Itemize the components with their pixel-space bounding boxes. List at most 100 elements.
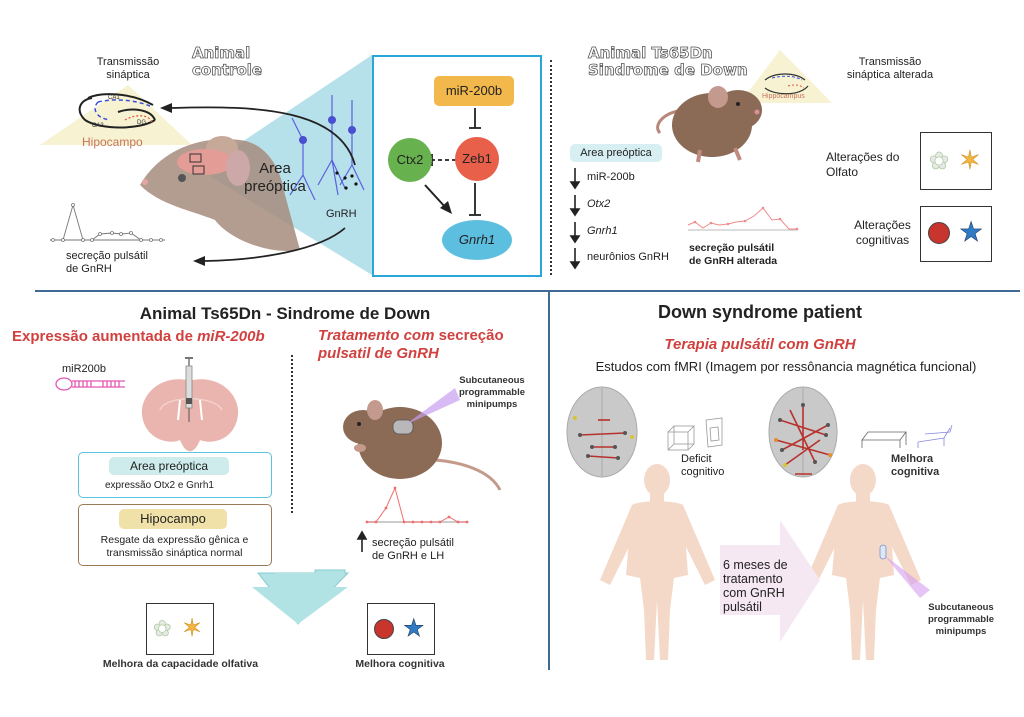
increase-arrow-pulse: [356, 530, 368, 552]
treatment-heading: Tratamento com secreção pulsatil de GnRH: [318, 327, 504, 362]
brain-after-connections: [775, 405, 831, 475]
fmri-caption: Estudos com fMRI (Imagem por ressônancia…: [595, 359, 977, 374]
syringe-icon: [185, 357, 193, 422]
table-copy-drawing: [917, 424, 953, 448]
arrow-head-pulse: [193, 256, 205, 266]
preoptic-area-label: Area preóptica: [244, 160, 306, 195]
hippocampus-outline: [78, 93, 156, 129]
brain-before-nodes: [573, 416, 634, 460]
hippocampus-label-ts: Hippocampus: [762, 93, 805, 100]
hippocampus-highlight-cone: [40, 85, 192, 145]
brain-region-box-preoptic: [192, 165, 205, 175]
rat-ear: [367, 400, 383, 420]
control-pulse-points: [51, 203, 163, 242]
ts-mouse-ear: [708, 86, 728, 108]
altered-pulse-caption: secreção pulsátil de GnRH alterada: [689, 242, 778, 267]
patient-pump-ray: [884, 555, 930, 598]
mouse-nose: [142, 179, 148, 185]
patient-minipump-icon: [879, 544, 887, 560]
horizontal-divider: [35, 290, 1020, 292]
preoptic-area-badge: Area preóptica: [570, 144, 662, 162]
olfactory-improvement-label: Melhora da capacidade olfativa: [102, 658, 259, 670]
cube-drawing-deficit: [667, 417, 723, 451]
red-circle-icon: [928, 222, 950, 244]
hippocampus-region-dg: DG: [137, 120, 146, 126]
decrease-arrows: [569, 168, 581, 270]
brain-after-nodes: [774, 403, 832, 467]
control-pulse-caption: secreção pulsátil de GnRH: [66, 250, 148, 275]
preoptic-badge: Area preóptica: [109, 457, 229, 475]
control-animal-title: Animal controle: [192, 44, 263, 79]
mir200b-label: miR200b: [62, 363, 107, 375]
hippocampus-region-ca1: CA1: [108, 95, 120, 101]
arrow-head-hippocampus: [160, 103, 172, 113]
preoptic-highlight-cone: [200, 55, 372, 275]
treatment-arrow-text: 6 meses de tratamento com GnRH pulsátil: [723, 558, 788, 614]
table-drawing-improvement: [861, 431, 907, 448]
altered-pulse-points: [693, 206, 799, 231]
patient-after-figure: [806, 464, 921, 660]
red-circle-icon: [374, 619, 394, 639]
mirna-hairpin-icon: [55, 377, 125, 391]
cognitive-improvement-label: Melhora cognitiva: [355, 658, 445, 670]
ts65dn-title: Animal Ts65Dn Sindrome de Down: [588, 44, 748, 79]
arrow-to-hippocampus: [171, 106, 356, 166]
blue-star-icon: ★: [959, 217, 984, 248]
gnrh-neurons: [289, 95, 365, 201]
coronal-brain-section: [141, 379, 239, 452]
blue-star-icon: ★: [403, 615, 425, 643]
therapy-heading: Terapia pulsátil com GnRH: [664, 336, 856, 353]
rat-tail: [434, 458, 502, 491]
hippocampus-badge: Hipocampo: [119, 509, 227, 529]
ctx-activates-gnrh1-line: [424, 184, 447, 209]
bottom-dotted-separator: [291, 355, 293, 513]
decrease-gnrh-neurons: neurônios GnRH: [587, 251, 669, 263]
hippocampus-result-text: Resgate da expressão gênica e transmissã…: [100, 534, 249, 559]
rat-eye: [357, 422, 361, 426]
preoptic-expression-text: expressão Otx2 e Gnrh1: [105, 480, 214, 491]
improvement-label: Melhora cognitiva: [891, 453, 940, 478]
hippocampus-dg-path: [124, 115, 153, 123]
mir200b-node: miR-200b: [434, 76, 514, 106]
top-dotted-separator: [550, 60, 552, 275]
mir-expression-heading: Expressão aumentada de miR-200b: [12, 328, 265, 345]
ts-mouse-nose: [754, 109, 760, 115]
olfactory-improvement-box: ✿ ✶: [146, 603, 214, 655]
gnrh-molecules: [335, 171, 358, 190]
deficit-label: Deficit cognitivo: [681, 453, 725, 478]
mouse-brain: [177, 149, 233, 175]
flower-icon: ✿: [153, 616, 172, 642]
rat-pump-label: Subcutaneous programmable minipumps: [459, 375, 525, 410]
star-anise-icon: ✶: [959, 145, 981, 176]
rat-paw: [354, 444, 366, 452]
cognitive-alterations-label: Alterações cognitivas: [854, 218, 911, 247]
olfactory-icons-box: ✿ ✶: [920, 132, 992, 190]
decrease-gnrh1: Gnrh1: [587, 225, 618, 237]
mouse-cerebellum: [226, 150, 250, 186]
gnrh1-node: Gnrh1: [442, 220, 512, 260]
gnrh-label: GnRH: [326, 208, 357, 220]
hippocampus-ca-path: [94, 99, 151, 121]
cognitive-icons-box: ★: [920, 206, 992, 262]
arrow-to-pulse: [204, 227, 346, 262]
increased-pulse-chart: [366, 486, 468, 523]
treatment-arrow: [720, 520, 820, 642]
hippocampus-region-ca3: CA3: [92, 123, 104, 129]
altered-synaptic-caption: Transmissão sináptica alterada: [846, 56, 934, 81]
cognitive-improvement-box: ★: [367, 603, 435, 655]
increased-pulse-caption: secreção pulsátil de GnRH e LH: [372, 537, 454, 562]
ts-mouse-eye: [736, 102, 740, 106]
hippocampus-label: Hipocampo: [82, 135, 143, 149]
hippocampus-result-box: Hipocampo Resgate da expressão gênica e …: [78, 504, 272, 566]
patient-pump-label: Subcutaneous programmable minipumps: [928, 602, 994, 637]
ctx2-node: Ctx2: [388, 138, 432, 182]
decrease-otx2: Otx2: [587, 198, 611, 210]
patient-before-figure: [600, 464, 715, 660]
decrease-mir200b: miR-200b: [587, 171, 635, 183]
brain-before-connections: [579, 419, 626, 459]
